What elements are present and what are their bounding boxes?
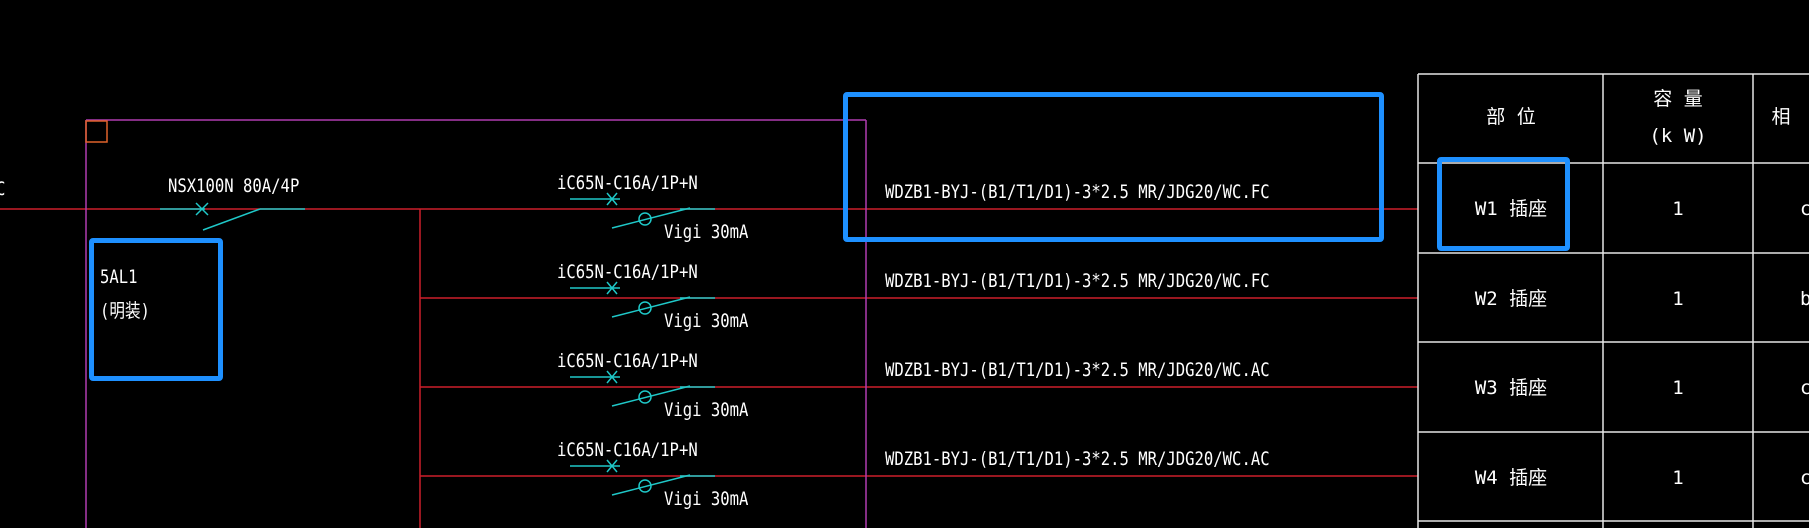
highlight-panel-label — [89, 238, 223, 381]
main-breaker-symbol — [160, 202, 305, 231]
table-row-3-location: W3 插座 — [1474, 377, 1548, 399]
highlight-table-row-1 — [1437, 157, 1570, 251]
table-row-2-phase: b — [1800, 288, 1809, 310]
branch-1-rcd-label: Vigi 30mA — [664, 221, 749, 243]
branch-4-rcd-label: Vigi 30mA — [664, 488, 749, 510]
table-row-4-phase: c — [1800, 467, 1809, 489]
panel-name: 5AL1 — [100, 266, 138, 288]
load-table-grid — [1417, 73, 1809, 528]
branch-breaker-symbol-4 — [570, 459, 715, 496]
branch-3-breaker-label: iC65N-C16A/1P+N — [557, 350, 698, 372]
panel-mount: (明装) — [100, 300, 150, 322]
branch-2-breaker-label: iC65N-C16A/1P+N — [557, 261, 698, 283]
enclosure-corner-marker — [85, 120, 108, 143]
table-row-2-capacity: 1 — [1672, 288, 1684, 310]
table-row-1-capacity: 1 — [1672, 198, 1684, 220]
table-row-1-phase: c — [1800, 198, 1809, 220]
table-header-location: 部 位 — [1486, 106, 1536, 128]
branch-breaker-symbol-1 — [570, 192, 715, 229]
branch-2-rcd-label: Vigi 30mA — [664, 310, 749, 332]
branch-3-cable-label: WDZB1-BYJ-(B1/T1/D1)-3*2.5 MR/JDG20/WC.A… — [885, 359, 1270, 381]
main-breaker-label: NSX100N 80A/4P — [168, 175, 300, 197]
branch-3-rcd-label: Vigi 30mA — [664, 399, 749, 421]
edge-label: C — [0, 180, 5, 199]
branch-1-cable-label: WDZB1-BYJ-(B1/T1/D1)-3*2.5 MR/JDG20/WC.F… — [885, 181, 1270, 203]
table-row-1-location: W1 插座 — [1474, 198, 1548, 220]
table-row-2-location: W2 插座 — [1474, 288, 1548, 310]
branch-4-breaker-label: iC65N-C16A/1P+N — [557, 439, 698, 461]
branch-breaker-symbol-3 — [570, 370, 715, 407]
branch-1-breaker-label: iC65N-C16A/1P+N — [557, 172, 698, 194]
branch-breaker-symbol-2 — [570, 281, 715, 318]
branch-4-cable-label: WDZB1-BYJ-(B1/T1/D1)-3*2.5 MR/JDG20/WC.A… — [885, 448, 1270, 470]
table-header-capacity: 容 量 — [1653, 88, 1703, 110]
highlight-cable-spec — [843, 92, 1384, 242]
table-row-4-location: W4 插座 — [1474, 467, 1548, 489]
branch-2-cable-label: WDZB1-BYJ-(B1/T1/D1)-3*2.5 MR/JDG20/WC.F… — [885, 270, 1270, 292]
table-header-phase: 相 — [1771, 106, 1791, 128]
table-row-3-phase: c — [1800, 377, 1809, 399]
table-row-4-capacity: 1 — [1672, 467, 1684, 489]
table-row-3-capacity: 1 — [1672, 377, 1684, 399]
table-header-capacity-unit: (k W) — [1649, 125, 1707, 147]
